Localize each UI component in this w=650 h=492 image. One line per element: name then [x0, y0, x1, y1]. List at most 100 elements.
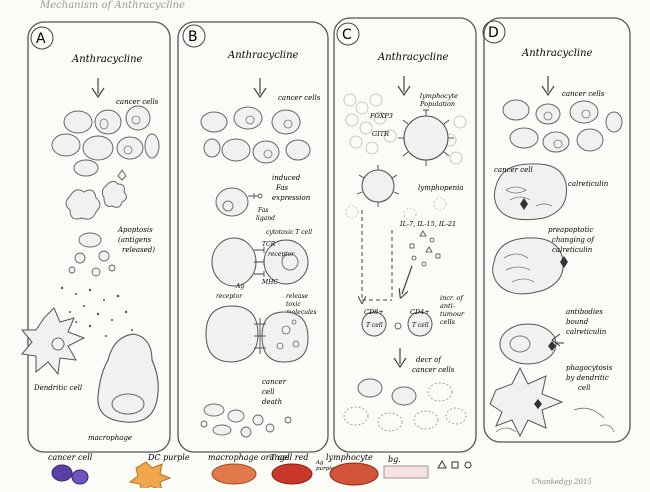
panel-b-fas-nucleus — [222, 200, 234, 212]
panel-a-released-label: released) — [122, 246, 155, 254]
panel-c: C Anthracycline lymphocyte Population FO… — [333, 17, 477, 453]
panel-c-cd8-cell — [361, 311, 387, 337]
panel-d-er-folds — [505, 186, 553, 207]
panel-d-cancer-cell-label: cancer cell — [494, 166, 533, 174]
panel-c-population-label: Population — [419, 100, 455, 108]
panel-d-phago-label-1: phagocytosis — [566, 364, 613, 372]
panel-c-dashed-arrows — [362, 210, 393, 300]
panel-c-small-cell — [394, 322, 402, 330]
legend-label-macrophage: macrophage orange — [208, 453, 290, 462]
panel-b-cell-nuclei — [245, 115, 293, 159]
panel-a-letter: A — [36, 31, 46, 47]
legend-ag-note-2: purple — [316, 466, 335, 472]
panel-d-preapop-label-2: changing of — [552, 236, 595, 244]
panel-b-toxic-granules — [276, 319, 300, 350]
panel-a-cancer-cells-label: cancer cells — [116, 98, 159, 106]
panel-b-release-label-3: molecules — [286, 309, 317, 316]
panel-b-induced-label: induced — [272, 174, 301, 182]
panel-d-preapop-label-3: calreticulin — [552, 246, 593, 254]
panel-b-fas-cell — [215, 187, 249, 217]
legend-swatch-lymphocyte — [329, 462, 379, 486]
panel-a-cancer-cells — [51, 105, 160, 177]
panel-d-surface-calreticulin — [560, 256, 568, 268]
header-text: Mechanism of Anthracycline — [39, 0, 185, 11]
legend-antigen-shapes — [437, 459, 472, 469]
panel-d-antibody-cell — [499, 323, 557, 365]
panel-d-antibodies-label-3: calreticulin — [566, 328, 607, 336]
panel-c-cytokines-label: IL-7, IL-15, IL-21 — [399, 220, 456, 228]
panel-c-faded-cells — [343, 382, 467, 432]
panel-c-letter: C — [342, 27, 352, 43]
panel-d-antibody-cell-nucleus — [509, 335, 531, 353]
panel-c-treg-receptors — [398, 109, 454, 166]
panel-b-receptors-1 — [254, 247, 265, 277]
legend-swatch-dc — [128, 461, 172, 492]
panel-c-letter-circle — [336, 22, 360, 46]
panel-a-dendritic-label: Dendritic cell — [33, 384, 82, 392]
panel-d-phago-label-2: by dendritic — [566, 374, 609, 382]
panel-d-calreticulin-label: calreticulin — [568, 180, 609, 188]
panel-d-antibodies — [551, 333, 564, 347]
legend-label-lymphocyte: lymphocyte — [326, 453, 373, 462]
panel-c-foxp3-label: FOXP3 — [369, 112, 393, 120]
panel-a-title: Anthracycline — [71, 54, 143, 65]
panel-a-cell-nuclei — [99, 115, 141, 155]
panel-d: D Anthracycline cancer cells cancer cell… — [482, 17, 631, 443]
panel-d-phagocytosing-dc — [489, 366, 564, 438]
panel-c-lymphocyte-receptors — [356, 165, 400, 207]
panel-c-lymphopenia-label: lymphopenia — [418, 184, 464, 192]
panel-b-ag-label: Ag — [235, 283, 244, 290]
legend-swatch-macrophage — [211, 463, 257, 485]
panel-c-incr-label-2: anti- — [440, 302, 455, 310]
panel-b-letter: B — [188, 29, 198, 45]
panel-b-fas-ligand-label-2: ligand — [256, 215, 275, 222]
panel-c-faint-cells-2 — [345, 197, 447, 221]
panel-b-cancer-cells-label: cancer cells — [278, 94, 321, 102]
panel-a-letter-circle — [30, 26, 54, 50]
legend-label-dc: DC purple — [147, 453, 190, 462]
panel-b-cancer-cells — [200, 106, 311, 164]
panel-c-incr-label-1: incr. of — [440, 294, 464, 302]
panel-b: B Anthracycline cancer cells induced Fas… — [177, 21, 329, 453]
panel-d-title: Anthracycline — [521, 48, 593, 59]
panel-a-dendritic-nucleus — [51, 337, 65, 351]
panel-d-letter-circle — [482, 20, 506, 44]
panel-d-engulfed-marker — [534, 399, 542, 409]
panel-b-receptor2-label: receptor — [216, 293, 243, 300]
panel-d-arrow — [541, 76, 555, 97]
panel-a-macrophage-label: macrophage — [88, 434, 132, 442]
panel-b-release-label-1: release — [286, 293, 309, 300]
panel-a-blebbing-cells — [65, 169, 128, 220]
panel-c-treg-cell — [403, 115, 449, 161]
legend-label-cancer-cell: cancer cell — [48, 453, 93, 462]
panel-b-death-label-1: cancer — [262, 378, 287, 386]
panel-c-cd8-label: CD8+ — [364, 308, 384, 316]
panel-a: A Anthracycline cancer cells — [20, 21, 171, 453]
panel-b-dying-fragments — [200, 403, 292, 438]
panel-a-macrophage — [97, 333, 159, 423]
panel-c-incr-label-3: tumour — [440, 310, 465, 318]
panel-c-faint-cells — [343, 93, 467, 165]
legend-label-bg: bg. — [388, 455, 401, 464]
panel-d-calreticulin-cell — [493, 163, 568, 221]
panel-b-fas-label: Fas — [275, 184, 289, 192]
panel-b-mhc-label: MHC — [261, 279, 278, 286]
panel-c-decr-label-2: cancer cells — [412, 366, 455, 374]
panel-c-lymphocyte-cell — [361, 169, 395, 203]
panel-c-cytokine-shapes — [409, 230, 441, 267]
panel-a-apoptosis-label: Apoptosis — [117, 226, 153, 234]
panel-c-title: Anthracycline — [377, 52, 449, 63]
panel-c-lymphocyte-label: lymphocyte — [420, 92, 458, 100]
panel-b-fas-ligand-label-1: Fas — [257, 207, 268, 214]
legend-swatch-cancer-cell — [51, 464, 89, 485]
panel-c-cd4-tcell-label: T cell — [412, 322, 429, 329]
panel-d-antibodies-label-2: bound — [566, 318, 589, 326]
legend-label-tcell: T cell red — [270, 453, 308, 462]
panel-d-cell-nuclei — [543, 109, 591, 149]
legend-ag-note-1: Ag — [315, 460, 324, 466]
panel-d-letter: D — [488, 25, 499, 41]
legend-swatch-tcell — [271, 463, 313, 485]
panel-a-arrow — [91, 78, 105, 99]
